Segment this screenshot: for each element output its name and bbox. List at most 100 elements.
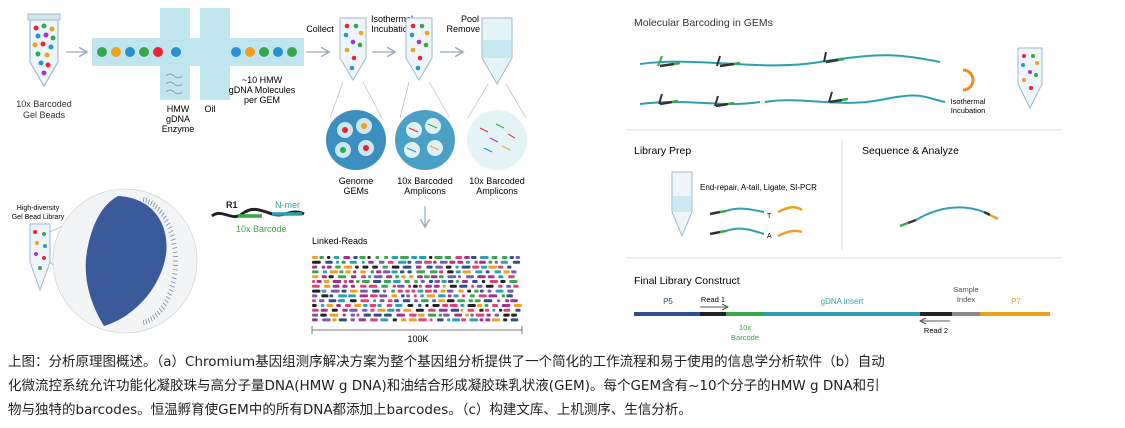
read-segment [359,256,366,259]
read-segment [503,308,511,312]
read-segment [312,318,318,322]
bead-oligo-hair [158,209,163,214]
read-segment [382,289,387,293]
read-segment [372,265,378,269]
nmer-label: N-mer [275,200,300,210]
read-segment [446,318,451,322]
oil-label: Oil [205,104,216,114]
read-segment [480,289,484,293]
read-segment [312,280,316,283]
read-segment [372,289,380,293]
isothermal-label-c-1: Isothermal [950,97,985,106]
sequence-fragment [899,206,999,228]
read-segment [341,260,346,264]
read-segment [312,284,320,288]
read-segment [425,284,432,288]
read-segment [400,318,407,322]
read-segment [513,284,519,288]
molecules-label-3: per GEM [244,95,280,105]
read-segment [349,308,358,312]
genome-gems-circle [326,110,386,170]
read-segment [377,304,382,307]
read-segment [349,299,357,303]
read1-label: Read 1 [701,295,725,304]
read-segment [475,313,485,317]
read-segment [350,318,355,322]
read-segment [458,289,464,293]
read-segment [506,294,513,298]
read-segment [457,275,461,279]
molecular-title: Molecular Barcoding in GEMs [634,17,773,29]
read-segment [441,280,447,283]
read-segment [337,299,346,303]
read-segment [432,299,437,303]
bead-oligo-hair [147,317,151,323]
read-segment [319,256,324,259]
read-segment [469,294,475,298]
read-segment [477,304,483,307]
read-segment [400,256,409,259]
read-segment [370,270,375,274]
read-segment [368,260,374,264]
read-segment [350,313,355,317]
read-segment [386,304,393,307]
read-segment [420,280,425,283]
read-segment [499,308,503,312]
read-segment [409,313,417,317]
read-segment [326,265,332,269]
read-segment [485,270,490,274]
read-segment [471,256,477,259]
read-segment [400,270,405,274]
read-segment [332,284,340,288]
read-segment [382,265,388,269]
read-segment [510,318,519,322]
read-segment [423,275,430,279]
caption-line-3: 物与独特的barcodes。恒温孵育使GEM中的所有DNA都添加上barcode… [8,402,692,418]
read-segment [415,260,423,264]
read-segment [465,313,469,317]
read-segment [438,313,443,317]
read-segment [383,280,392,283]
read-segment [443,313,450,317]
isothermal-label-a-1: Isothermal [371,14,413,24]
read-segment [353,270,357,274]
read-segment [413,284,418,288]
read-segment [353,256,358,259]
panel-c: Molecular Barcoding in GEMs Isothermal I… [626,17,1062,342]
read-segment [447,280,454,283]
collected-tube-icon [339,17,367,81]
read-segment [508,275,515,279]
read-segment [503,318,508,322]
read-segment [417,289,424,293]
read-segment [411,256,418,259]
read-segment [397,260,407,264]
incubated-tube-icon [405,17,433,81]
read-segment [484,304,489,307]
r1-label: R1 [226,200,238,210]
read-segment [472,265,480,269]
read-segment [391,294,398,298]
read-segment [413,294,417,298]
read-segment [484,308,490,312]
read-segment [465,260,471,264]
barcode-label-b: 10x Barcode [236,224,287,234]
read-segment [338,294,347,298]
read-segment [343,265,353,269]
read-segment [397,289,403,293]
hmw-label-2: gDNA [166,114,190,124]
read-segment [460,308,464,312]
read-segment [321,265,326,269]
molecular-tube-icon [1017,47,1043,110]
read-segment [369,294,378,298]
bead-oligo-hair [167,292,173,296]
read-segment [393,280,401,283]
read-segment [375,256,380,259]
read-segment [418,318,427,322]
read-segment [447,275,457,279]
read-segment [424,260,432,264]
genome-gems-label-2: GEMs [343,186,369,196]
read-segment [349,260,357,264]
read-segment [326,304,334,307]
library-prep-steps: End-repair, A-tail, Ligate, SI-PCR [700,183,817,192]
read-segment [487,289,492,293]
